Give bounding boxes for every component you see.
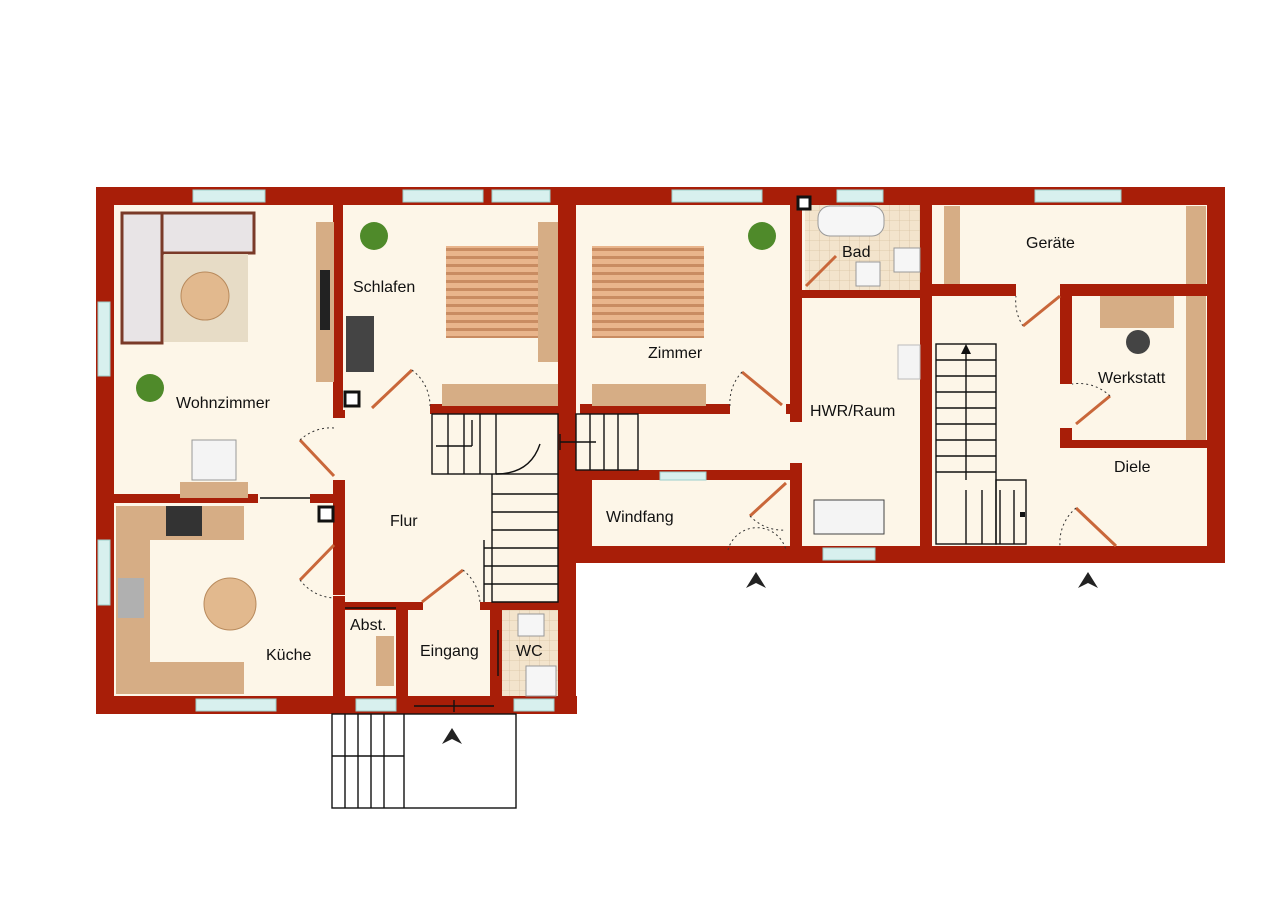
doors	[260, 254, 1118, 676]
kitchen-counter	[116, 506, 244, 694]
room-labels: Wohnzimmer Schlafen Zimmer Bad Geräte We…	[176, 235, 1166, 664]
room-label-geraete: Geräte	[1026, 235, 1075, 252]
tv	[320, 270, 330, 330]
room-label-windfang: Windfang	[606, 509, 674, 526]
sink-icon	[855, 261, 881, 287]
east-staircase	[935, 343, 1027, 545]
cabinet	[376, 636, 394, 686]
stair-arrow-icon	[961, 344, 971, 354]
plant-icon	[136, 374, 164, 402]
office-chair	[191, 439, 237, 481]
landing-staircase	[559, 413, 639, 471]
zimmer-furniture	[592, 222, 776, 406]
bathtub	[817, 205, 885, 237]
workbench	[1186, 296, 1206, 440]
bath-furniture	[817, 205, 921, 287]
room-label-eingang: Eingang	[420, 643, 479, 660]
room-label-kueche: Küche	[266, 647, 311, 664]
workbench	[1100, 296, 1174, 328]
room-label-diele: Diele	[1114, 459, 1151, 476]
bedroom-furniture	[346, 222, 558, 406]
nightstand	[538, 222, 558, 362]
toilet-icon	[893, 247, 921, 273]
entrance-furniture	[376, 613, 557, 697]
stove-icon	[166, 506, 202, 536]
stool	[1126, 330, 1150, 354]
living-furniture	[120, 211, 334, 498]
entrance-arrow-icon	[746, 572, 766, 588]
wardrobe	[442, 384, 558, 406]
plant-icon	[748, 222, 776, 250]
shelf	[1186, 206, 1206, 284]
toilet-icon	[525, 665, 557, 697]
room-label-flur: Flur	[390, 513, 418, 530]
sink-icon	[118, 578, 144, 618]
chimney-flue	[317, 505, 335, 523]
main-staircase	[431, 413, 559, 603]
room-label-zimmer: Zimmer	[648, 345, 703, 362]
chimney-flue	[343, 390, 361, 408]
entrance-arrow-icon	[442, 728, 462, 744]
entrance-steps	[331, 700, 517, 809]
coffee-table	[180, 271, 230, 321]
room-label-schlafen: Schlafen	[353, 279, 415, 296]
boiler	[897, 344, 921, 380]
bed	[592, 246, 704, 338]
room-label-bad: Bad	[842, 244, 870, 261]
sink-icon	[517, 613, 545, 637]
room-label-wohnzimmer: Wohnzimmer	[176, 395, 271, 412]
dining-table	[203, 577, 257, 631]
heater	[813, 499, 885, 535]
shelf	[944, 206, 960, 284]
room-label-wc: WC	[516, 643, 543, 660]
chimney-flue	[796, 195, 812, 211]
room-label-abst: Abst.	[350, 617, 386, 634]
sofa	[120, 211, 164, 345]
kitchen-furniture	[116, 506, 257, 694]
plant-icon	[360, 222, 388, 250]
utility-furniture	[813, 206, 1206, 535]
room-label-hwr: HWR/Raum	[810, 403, 895, 420]
windows	[97, 189, 1122, 712]
room-label-werkstatt: Werkstatt	[1098, 370, 1166, 387]
entrance-arrow-icon	[1078, 572, 1098, 588]
desk	[180, 482, 248, 498]
office-chair	[346, 316, 374, 372]
wardrobe	[592, 384, 706, 406]
